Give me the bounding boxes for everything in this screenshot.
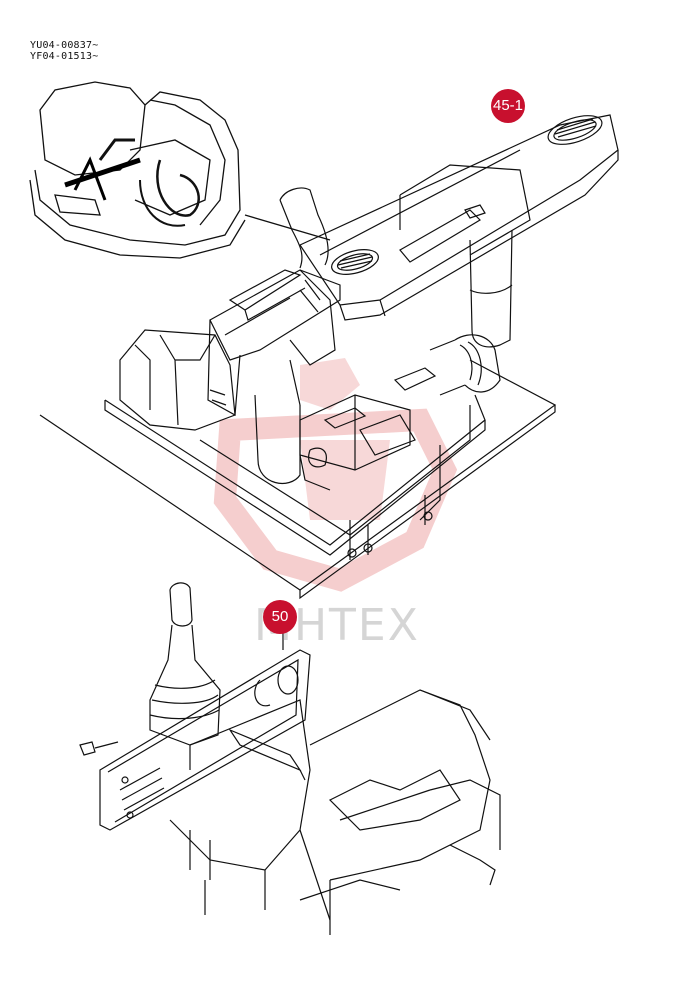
machine-inset [29, 81, 331, 259]
serial-range-1: YU04-00837~ [30, 40, 99, 51]
callout-45-1[interactable]: 45-1 [491, 89, 525, 123]
lower-assembly [79, 582, 501, 935]
upper-assembly [39, 114, 619, 600]
callout-50[interactable]: 50 [263, 600, 297, 634]
watermark-logo [213, 358, 458, 592]
serial-range-2: YF04-01513~ [30, 51, 99, 62]
